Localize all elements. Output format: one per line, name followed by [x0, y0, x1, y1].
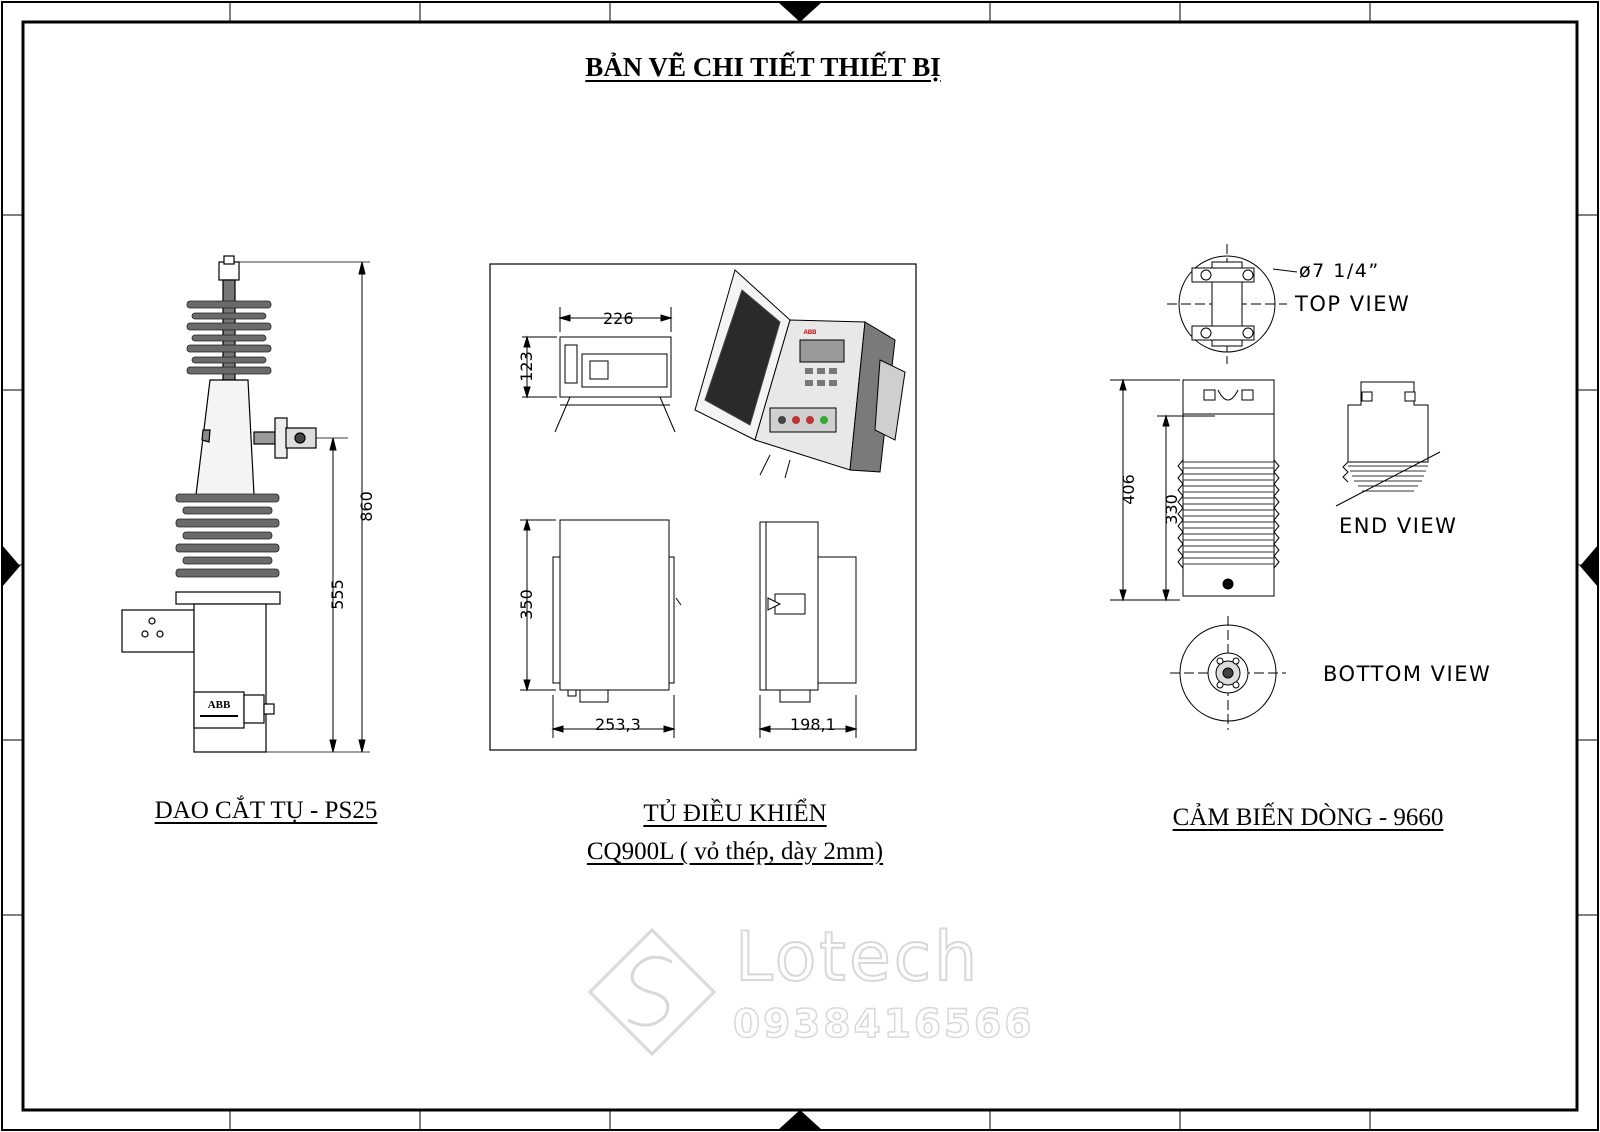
watermark-logo-icon [587, 927, 717, 1057]
sensor-bottom-view [1170, 616, 1286, 730]
switch-caption: DAO CẮT TỤ - PS25 [154, 797, 378, 824]
cabinet-side-view [759, 521, 857, 703]
switch-lower-height-label: 555 [327, 579, 347, 610]
cabinet-top-dimension-lines [522, 307, 673, 399]
sensor-body-height-label: 330 [1161, 494, 1181, 525]
cabinet-side-width-label: 198,1 [790, 715, 836, 734]
cabinet-top-height-label: 123 [516, 351, 536, 382]
sensor-dimension-lines [1110, 378, 1215, 602]
cabinet-illustration: ABB [694, 269, 906, 479]
bottom-view-label: BOTTOM VIEW [1323, 662, 1492, 686]
sensor-diameter-label: ø7 1/4” [1299, 260, 1380, 282]
cabinet-front-width-label: 253,3 [595, 715, 641, 734]
sensor-caption: CẢM BIẾN DÒNG - 9660 [1172, 804, 1444, 831]
sensor-side-view [1177, 379, 1280, 597]
watermark-phone: 0938416566 [732, 1001, 1035, 1048]
page-title: BẢN VẼ CHI TIẾT THIẾT BỊ [585, 52, 941, 82]
watermark-brand: Lotech [734, 917, 981, 998]
cabinet-front-view [552, 519, 682, 703]
svg-text:ABB: ABB [804, 330, 818, 336]
switch-drawing: ABB [121, 255, 370, 753]
svg-text:ABB: ABB [208, 699, 231, 711]
cabinet-front-dimension-lines [520, 518, 676, 738]
sensor-end-view [1335, 381, 1441, 507]
cabinet-top-width-label: 226 [603, 309, 634, 328]
end-view-label: END VIEW [1339, 514, 1458, 538]
sensor-height-label: 406 [1118, 474, 1138, 505]
switch-dimension-lines [329, 261, 366, 753]
cabinet-caption-line2: CQ900L ( vỏ thép, dày 2mm) [586, 838, 884, 865]
cabinet-top-view [554, 336, 676, 433]
cabinet-caption-line1: TỦ ĐIỀU KHIỂN [643, 800, 827, 827]
top-view-label: TOP VIEW [1295, 292, 1411, 316]
cabinet-side-dimension-lines [758, 695, 858, 738]
sensor-top-view [1167, 244, 1298, 364]
switch-height-label: 860 [356, 491, 376, 522]
cabinet-front-height-label: 350 [516, 589, 536, 620]
